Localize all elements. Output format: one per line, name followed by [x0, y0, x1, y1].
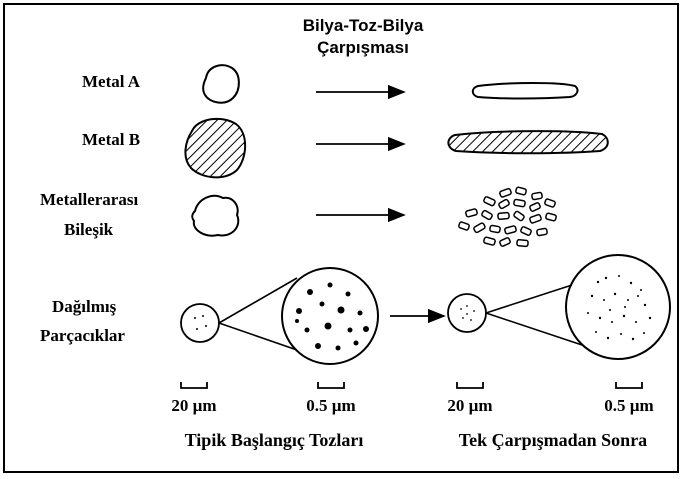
metal-a-particle [203, 65, 239, 102]
metal-b-flattened [448, 131, 607, 153]
scale-bar-1 [181, 382, 207, 388]
initial-magnified-view [282, 268, 378, 364]
scale-label-1: 20 µm [154, 396, 234, 416]
intermetallic-particle [192, 196, 238, 236]
initial-zoom-line-bottom [219, 323, 297, 350]
initial-small-dots [194, 315, 207, 330]
caption-right: Tek Çarpışmadan Sonra [430, 430, 676, 451]
collided-magnified-view [566, 255, 670, 359]
intermetallic-fragments [458, 187, 556, 247]
initial-small-particle [181, 304, 219, 342]
metal-b-particle [185, 119, 245, 177]
scale-label-3: 20 µm [430, 396, 510, 416]
metal-a-flattened [473, 83, 578, 99]
label-dispersed-1: Dağılmış [52, 297, 116, 317]
header-line-2: Çarpışması [268, 38, 458, 58]
scale-bar-2 [318, 382, 344, 388]
scale-label-4: 0.5 µm [589, 396, 669, 416]
caption-left: Tipik Başlangıç Tozları [142, 430, 406, 451]
collided-zoom-line-top [486, 285, 572, 313]
collided-small-dots [460, 305, 475, 321]
collided-dispersoids [587, 275, 651, 340]
scale-label-2: 0.5 µm [291, 396, 371, 416]
scale-bar-4 [616, 382, 642, 388]
label-metal-b: Metal B [82, 130, 140, 150]
label-intermetallic-2: Bileşik [64, 220, 113, 240]
label-dispersed-2: Parçacıklar [40, 326, 125, 346]
header-line-1: Bilya-Toz-Bilya [268, 16, 458, 36]
label-metal-a: Metal A [82, 72, 140, 92]
initial-dispersoids [295, 283, 369, 351]
label-intermetallic-1: Metallerarası [40, 190, 138, 210]
collided-small-particle [448, 294, 486, 332]
scale-bar-3 [457, 382, 483, 388]
